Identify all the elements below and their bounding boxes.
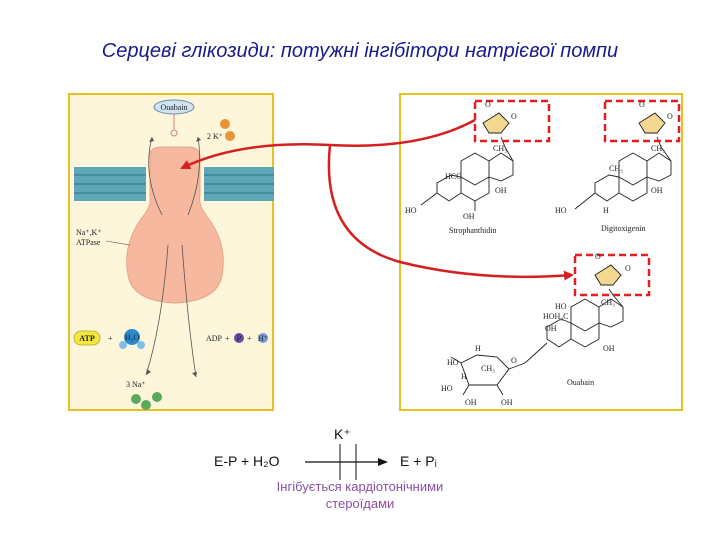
na-ion-2: [141, 400, 151, 410]
phosphate-label: P: [237, 334, 242, 343]
stroph-name: Strophanthidin: [449, 226, 497, 235]
na-ion-1: [131, 394, 141, 404]
ouab-oh4: OH: [501, 398, 513, 407]
na-ion-3: [152, 392, 162, 402]
ouabain-label: Ouabain: [160, 103, 187, 112]
arrow-to-ouabain-lactone: [327, 144, 574, 281]
digi-ch3a: CH₃: [651, 144, 665, 153]
ouab-ho1: HO: [555, 302, 567, 311]
digi-name: Digitoxigenin: [601, 224, 645, 233]
stroph-ho: HO: [405, 206, 417, 215]
inhibition-note-line2: стероїдами: [325, 496, 395, 511]
ouab-h2: H: [461, 372, 467, 381]
lactone-highlight-box-2: [603, 99, 681, 143]
pump-diagram: Ouabain 2 K⁺ Na⁺,K⁺ ATPase ATP + H₂O ADP…: [73, 99, 274, 410]
proton-label: H⁺: [258, 334, 268, 343]
atp-label: ATP: [79, 334, 95, 343]
na-label: 3 Na⁺: [126, 380, 146, 389]
ouab-ch3b: CH₃: [481, 364, 495, 373]
structures-panel: O O CH₃ HCO OH HO OH Strophanthidin O O …: [399, 93, 683, 411]
ouab-name: Ouabain: [567, 378, 594, 387]
equation-left: E-P + H₂O: [214, 453, 280, 469]
ouabain-binding-site: [170, 129, 178, 137]
ouab-o1: O: [595, 252, 601, 261]
ouab-o2: O: [625, 264, 631, 273]
glycoside-structures: O O CH₃ HCO OH HO OH Strophanthidin O O …: [405, 99, 681, 407]
digi-oh: OH: [651, 186, 663, 195]
stroph-o1: O: [485, 100, 491, 109]
ouab-o3: O: [511, 356, 517, 365]
digi-ch3b: CH₃: [609, 164, 623, 173]
ouab-h1: H: [475, 344, 481, 353]
ouab-oh1: OH: [545, 324, 557, 333]
ouab-oh3: OH: [465, 398, 477, 407]
inhibition-note-line1: Інгібується кардіотонічними: [276, 479, 444, 494]
stroph-oh1: OH: [495, 186, 507, 195]
ouab-ho2: HO: [447, 358, 459, 367]
membrane-left: [74, 167, 146, 201]
digi-ho: HO: [555, 206, 567, 215]
plus-3: +: [247, 334, 252, 343]
ouab-ch3: CH₃: [601, 298, 615, 307]
stroph-ch3: CH₃: [493, 144, 507, 153]
digi-o1: O: [639, 100, 645, 109]
water-label: H₂O: [125, 333, 140, 342]
adp-label: ADP: [206, 334, 223, 343]
pump-label-line1: Na⁺,K⁺: [76, 228, 102, 237]
stroph-oh2: OH: [463, 212, 475, 221]
equation-right: E + Pᵢ: [400, 453, 437, 469]
k-ion-1: [220, 119, 230, 129]
k-label: 2 K⁺: [207, 132, 223, 141]
equation-k-ion: K⁺: [334, 426, 351, 442]
atpase-protein: [126, 146, 224, 304]
ouab-hoh2c: HOH₂C: [543, 312, 568, 321]
stroph-hco: HCO: [445, 172, 462, 181]
digi-o2: O: [667, 112, 673, 121]
k-ion-2: [225, 131, 235, 141]
atp-box: [73, 330, 101, 346]
ouab-oh2: OH: [603, 344, 615, 353]
page-title: Серцеві глікозиди: потужні інгібітори на…: [101, 40, 619, 62]
proton-icon: [258, 333, 268, 343]
lactone-highlight-box-1: [473, 99, 551, 143]
stroph-o2: O: [511, 112, 517, 121]
plus-1: +: [108, 334, 113, 343]
lactone-highlight-box-3: [573, 253, 651, 297]
digi-h: H: [603, 206, 609, 215]
inhibition-note: Інгібується кардіотонічними стероїдами: [230, 478, 490, 512]
water-molecule: [124, 329, 140, 345]
plus-2: +: [225, 334, 230, 343]
phosphate-icon: [234, 333, 244, 343]
membrane-right: [204, 167, 274, 201]
pump-diagram-panel: Ouabain 2 K⁺ Na⁺,K⁺ ATPase ATP + H₂O ADP…: [68, 93, 274, 411]
ouab-ho3: HO: [441, 384, 453, 393]
pump-label-line2: ATPase: [76, 238, 101, 247]
